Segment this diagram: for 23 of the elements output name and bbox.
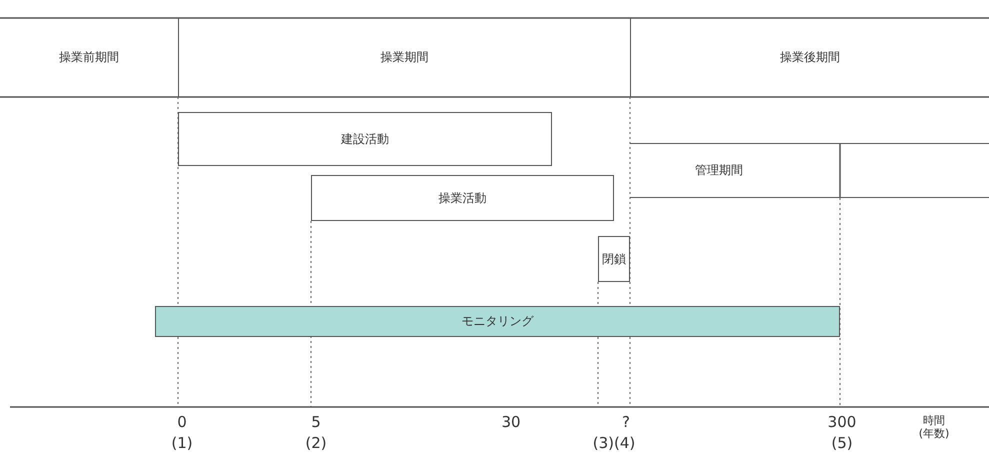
activity-bar — [630, 143, 989, 198]
bar-label: 管理期間 — [695, 162, 743, 179]
axis-title: 時間 (年数) — [918, 414, 950, 440]
activity-bar — [155, 306, 840, 337]
activity-bar — [178, 112, 552, 166]
activity-bar — [311, 175, 614, 221]
tick-label: 5 — [311, 413, 321, 431]
bar-label: 操業前期間 — [59, 49, 119, 66]
bar-label: モニタリング — [462, 313, 534, 330]
tick-label: 30 — [501, 413, 521, 431]
tick-label: (1) — [171, 434, 193, 452]
bar-label: 閉鎖 — [602, 250, 626, 268]
tick-label: (5) — [831, 434, 853, 452]
bar-label: 操業後期間 — [780, 49, 840, 66]
tick-label: ? — [622, 413, 630, 431]
tick-label: (2) — [305, 434, 327, 452]
tick-label: (3)(4) — [592, 434, 636, 452]
tick-label: 300 — [828, 413, 856, 431]
activity-bar — [598, 236, 630, 282]
bar-label: 操業活動 — [438, 190, 486, 206]
tick-label: 0 — [177, 413, 187, 431]
bar-label: 操業期間 — [380, 49, 428, 66]
bar-label: 建設活動 — [341, 130, 389, 148]
